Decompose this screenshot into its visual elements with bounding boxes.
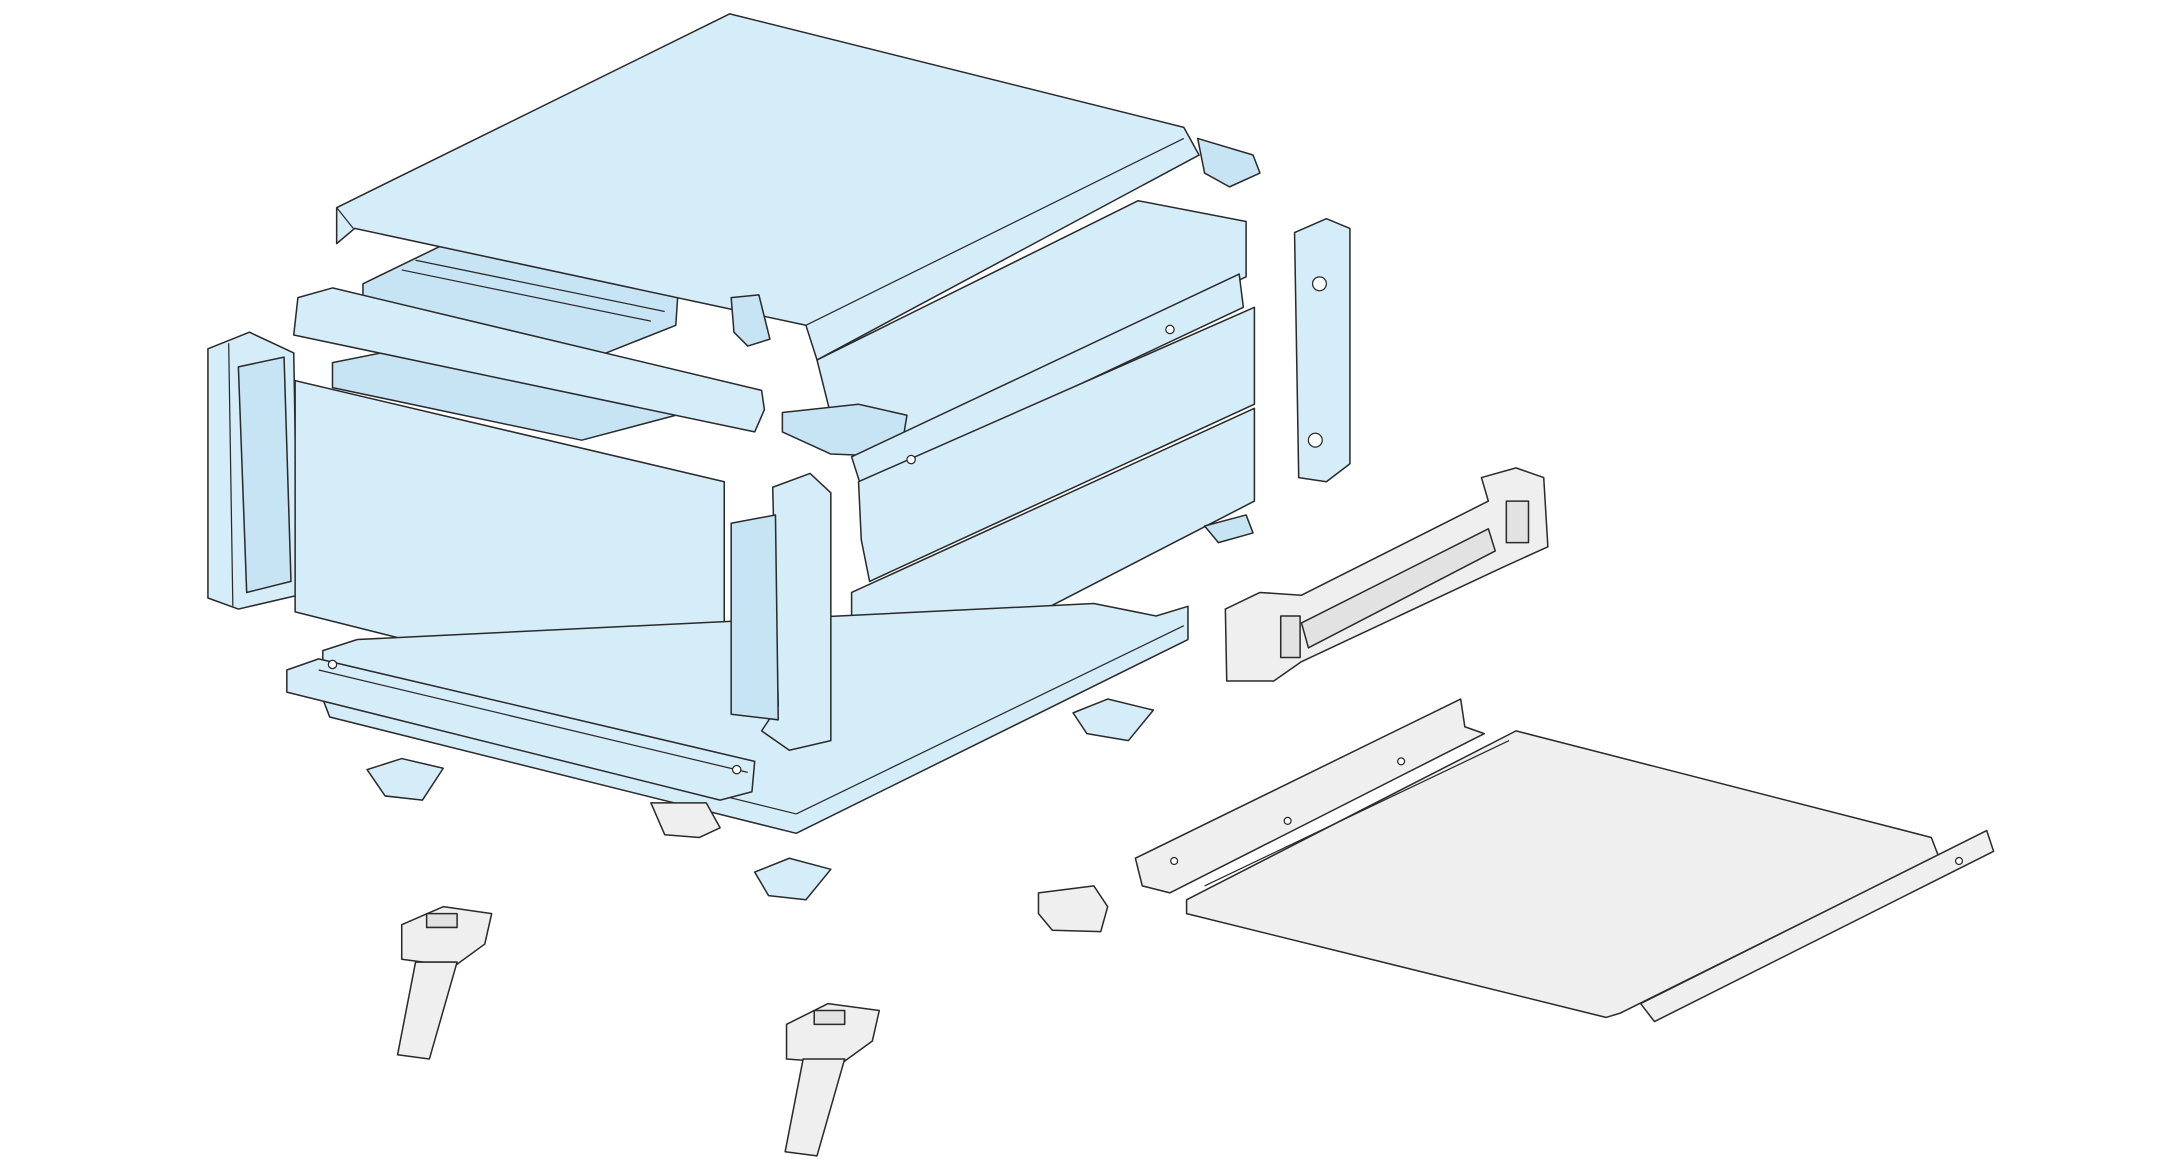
foot-clips <box>650 802 1109 933</box>
rubber-feet <box>366 698 1155 901</box>
left-front-frame <box>207 331 299 610</box>
tilt-foot-left <box>396 905 493 1060</box>
handle <box>1224 467 1549 682</box>
top-cover <box>335 13 1261 361</box>
mounting-rail-left <box>1134 698 1485 894</box>
bottom-plate <box>1185 730 1939 1019</box>
front-top-rail <box>292 287 766 433</box>
tilt-foot-right <box>784 1002 881 1157</box>
rear-end-cap <box>1293 217 1351 483</box>
mounting-rail-right <box>1639 829 1995 1023</box>
front-side-strip <box>730 514 779 721</box>
front-bottom-rail <box>286 658 756 801</box>
